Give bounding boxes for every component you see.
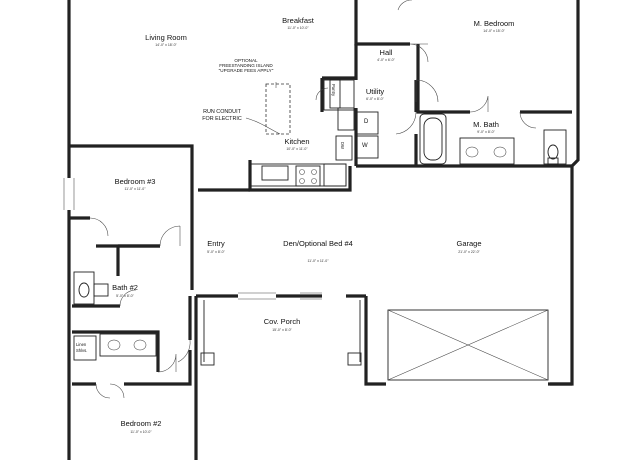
master-bedroom-wall-2 bbox=[416, 44, 470, 114]
garage-door bbox=[387, 309, 549, 381]
sink bbox=[133, 339, 147, 351]
entry-door-swing bbox=[177, 339, 191, 363]
dryer bbox=[355, 111, 379, 135]
room-dim-bedroom-2: 11'-0" x 10'-0" bbox=[130, 430, 152, 434]
washer bbox=[355, 135, 379, 159]
washer-label: W bbox=[362, 143, 368, 149]
kitchen-upper-cab bbox=[337, 107, 355, 131]
top-door-swing bbox=[397, 0, 413, 11]
room-dim-bath-2: 5'-0" x 8'-0" bbox=[116, 294, 134, 298]
room-dim-entry: 5'-0" x 8'-0" bbox=[207, 250, 225, 254]
toilet-tank bbox=[547, 157, 559, 165]
porch-window-left bbox=[238, 292, 276, 300]
room-label-breakfast: Breakfast bbox=[282, 16, 314, 25]
kitchen-sink bbox=[261, 165, 289, 181]
pantry-door-swing bbox=[315, 87, 329, 101]
room-label-master-bedroom: M. Bedroom bbox=[473, 19, 515, 28]
burner bbox=[299, 178, 305, 184]
room-dim-covered-porch: 15'-0" x 8'-0" bbox=[272, 328, 292, 332]
room-dim-master-bedroom: 14'-0" x 15'-0" bbox=[483, 29, 505, 33]
porch-column-left bbox=[200, 352, 215, 366]
note-optional-island: OPTIONAL FREESTANDING ISLAND "UPGRADE FE… bbox=[218, 58, 274, 73]
mbath-door-swing bbox=[469, 95, 489, 113]
room-label-den: Den/Optional Bed #4 bbox=[283, 239, 353, 248]
room-label-garage: Garage bbox=[456, 239, 482, 248]
room-dim-master-bath: 9'-0" x 8'-0" bbox=[477, 130, 495, 134]
utility-door-swing bbox=[395, 111, 417, 135]
kitchen-tall-cab bbox=[335, 135, 353, 161]
garage-west-front bbox=[364, 296, 386, 386]
linen-closet bbox=[73, 335, 97, 361]
closet-door-swing bbox=[519, 111, 537, 129]
toilet bbox=[547, 144, 559, 160]
room-dim-garage: 21'-0" x 22'-0" bbox=[458, 250, 480, 254]
utility-wall bbox=[320, 76, 418, 166]
conduit-leader bbox=[245, 117, 281, 135]
linen-label-2: Shlvs. bbox=[76, 348, 88, 353]
bathtub bbox=[419, 113, 447, 165]
bedroom3-door-swing bbox=[159, 225, 181, 247]
range bbox=[295, 165, 321, 187]
burner bbox=[311, 178, 317, 184]
refrigerator bbox=[323, 163, 347, 187]
dryer-label: D bbox=[364, 119, 369, 125]
pantry-shelf bbox=[329, 79, 341, 109]
exterior-wall-east bbox=[550, 0, 580, 386]
garage-door-x bbox=[387, 309, 549, 381]
bedroom2-wall bbox=[72, 296, 192, 386]
sink bbox=[465, 146, 479, 158]
room-dim-living-room: 14'-0" x 18'-0" bbox=[155, 43, 177, 47]
porch-window-right bbox=[300, 292, 322, 300]
master-vanity bbox=[459, 137, 515, 165]
room-dim-breakfast: 11'-0" x 10'-0" bbox=[287, 26, 309, 30]
hall-bath-wall bbox=[72, 244, 160, 372]
room-label-kitchen: Kitchen bbox=[284, 137, 310, 146]
linen-label-1: Linen bbox=[76, 342, 87, 347]
pantry-closet bbox=[323, 79, 355, 111]
burner bbox=[311, 169, 317, 175]
room-label-living-room: Living Room bbox=[145, 33, 187, 42]
sink bbox=[493, 146, 507, 158]
porch-column-right bbox=[347, 352, 362, 366]
bedroom3-bottom bbox=[69, 216, 194, 290]
kitchen-counter bbox=[249, 163, 347, 187]
mbed-door-swing bbox=[409, 43, 429, 63]
room-label-covered-porch: Cov. Porch bbox=[263, 317, 301, 326]
bedroom2-door-swing bbox=[157, 353, 177, 373]
room-label-master-bath: M. Bath bbox=[473, 120, 499, 129]
room-label-bedroom-3: Bedroom #3 bbox=[114, 177, 156, 186]
porch-outline bbox=[203, 300, 361, 362]
dishwasher-label: DW bbox=[340, 142, 345, 149]
bath2-vanity bbox=[99, 333, 157, 357]
pantry-label: Pantry bbox=[331, 84, 336, 97]
bath2-door-swing bbox=[119, 289, 137, 307]
note-run-conduit: RUN CONDUIT FOR ELECTRIC bbox=[202, 109, 242, 122]
room-dim-hall: 4'-0" x 6'-0" bbox=[377, 58, 395, 62]
burner bbox=[299, 169, 305, 175]
master-bedroom-wall bbox=[354, 0, 410, 46]
sink bbox=[107, 339, 121, 351]
room-label-hall: Hall bbox=[379, 48, 393, 57]
toilet bbox=[78, 282, 90, 298]
room-dim-bedroom-3: 11'-0" x 11'-0" bbox=[124, 187, 146, 191]
bath2-tub bbox=[73, 271, 95, 305]
room-dim-kitchen: 10'-0" x 11'-0" bbox=[286, 147, 308, 151]
room-dim-utility: 6'-0" x 8'-0" bbox=[366, 97, 384, 101]
bathtub-basin bbox=[423, 117, 443, 161]
hall-door-swing bbox=[415, 79, 439, 103]
closet3-door-swing bbox=[89, 217, 109, 237]
room-label-entry: Entry bbox=[207, 239, 225, 248]
kitchen-wall bbox=[248, 160, 352, 192]
room-dim-den: 11'-0" x 11'-0" bbox=[307, 259, 329, 263]
room-label-utility: Utility bbox=[365, 87, 385, 96]
optional-island bbox=[265, 83, 291, 135]
bath2-closet bbox=[93, 283, 109, 297]
room-label-bath-2: Bath #2 bbox=[112, 283, 138, 292]
west-window bbox=[63, 178, 75, 210]
closet2-door-swing bbox=[95, 383, 125, 399]
room-label-bedroom-2: Bedroom #2 bbox=[120, 419, 162, 428]
bedroom3-wall bbox=[69, 144, 194, 218]
